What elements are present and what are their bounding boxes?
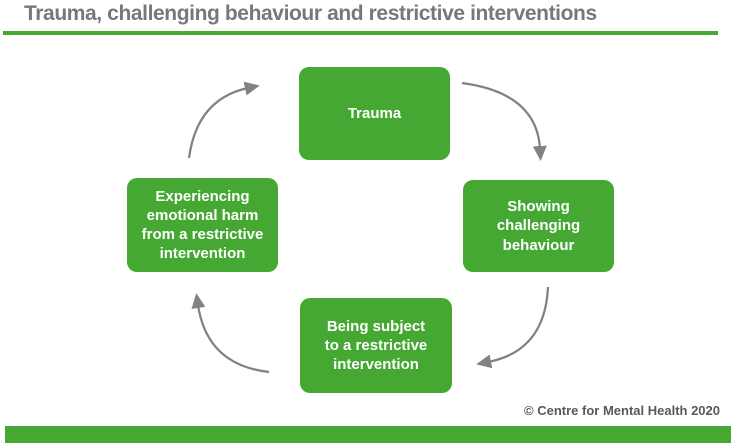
- arrow-experiencing-to-trauma: [187, 81, 260, 159]
- cycle-box-experiencing-emotional-harm: Experiencing emotional harm from a restr…: [127, 178, 278, 272]
- arrow-being-subject-to-experiencing: [191, 293, 270, 374]
- cycle-box-trauma-label: Trauma: [347, 104, 402, 122]
- cycle-box-experiencing-label: Experiencing emotional harm from a restr…: [141, 187, 264, 263]
- copyright-notice: © Centre for Mental Health 2020: [524, 403, 720, 418]
- cycle-box-being-subject-restrictive-intervention: Being subject to a restrictive intervent…: [300, 298, 452, 393]
- title-underline: [3, 31, 718, 35]
- page-title: Trauma, challenging behaviour and restri…: [24, 2, 597, 25]
- footer-bar: [5, 426, 731, 443]
- cycle-box-trauma: Trauma: [299, 67, 450, 160]
- arrow-trauma-to-showing: [461, 81, 547, 161]
- arrow-showing-to-being-subject: [476, 286, 550, 369]
- cycle-box-showing-label: Showing challenging behaviour: [496, 198, 581, 254]
- cycle-box-showing-challenging-behaviour: Showing challenging behaviour: [463, 180, 614, 272]
- cycle-box-being-label: Being subject to a restrictive intervent…: [324, 317, 428, 374]
